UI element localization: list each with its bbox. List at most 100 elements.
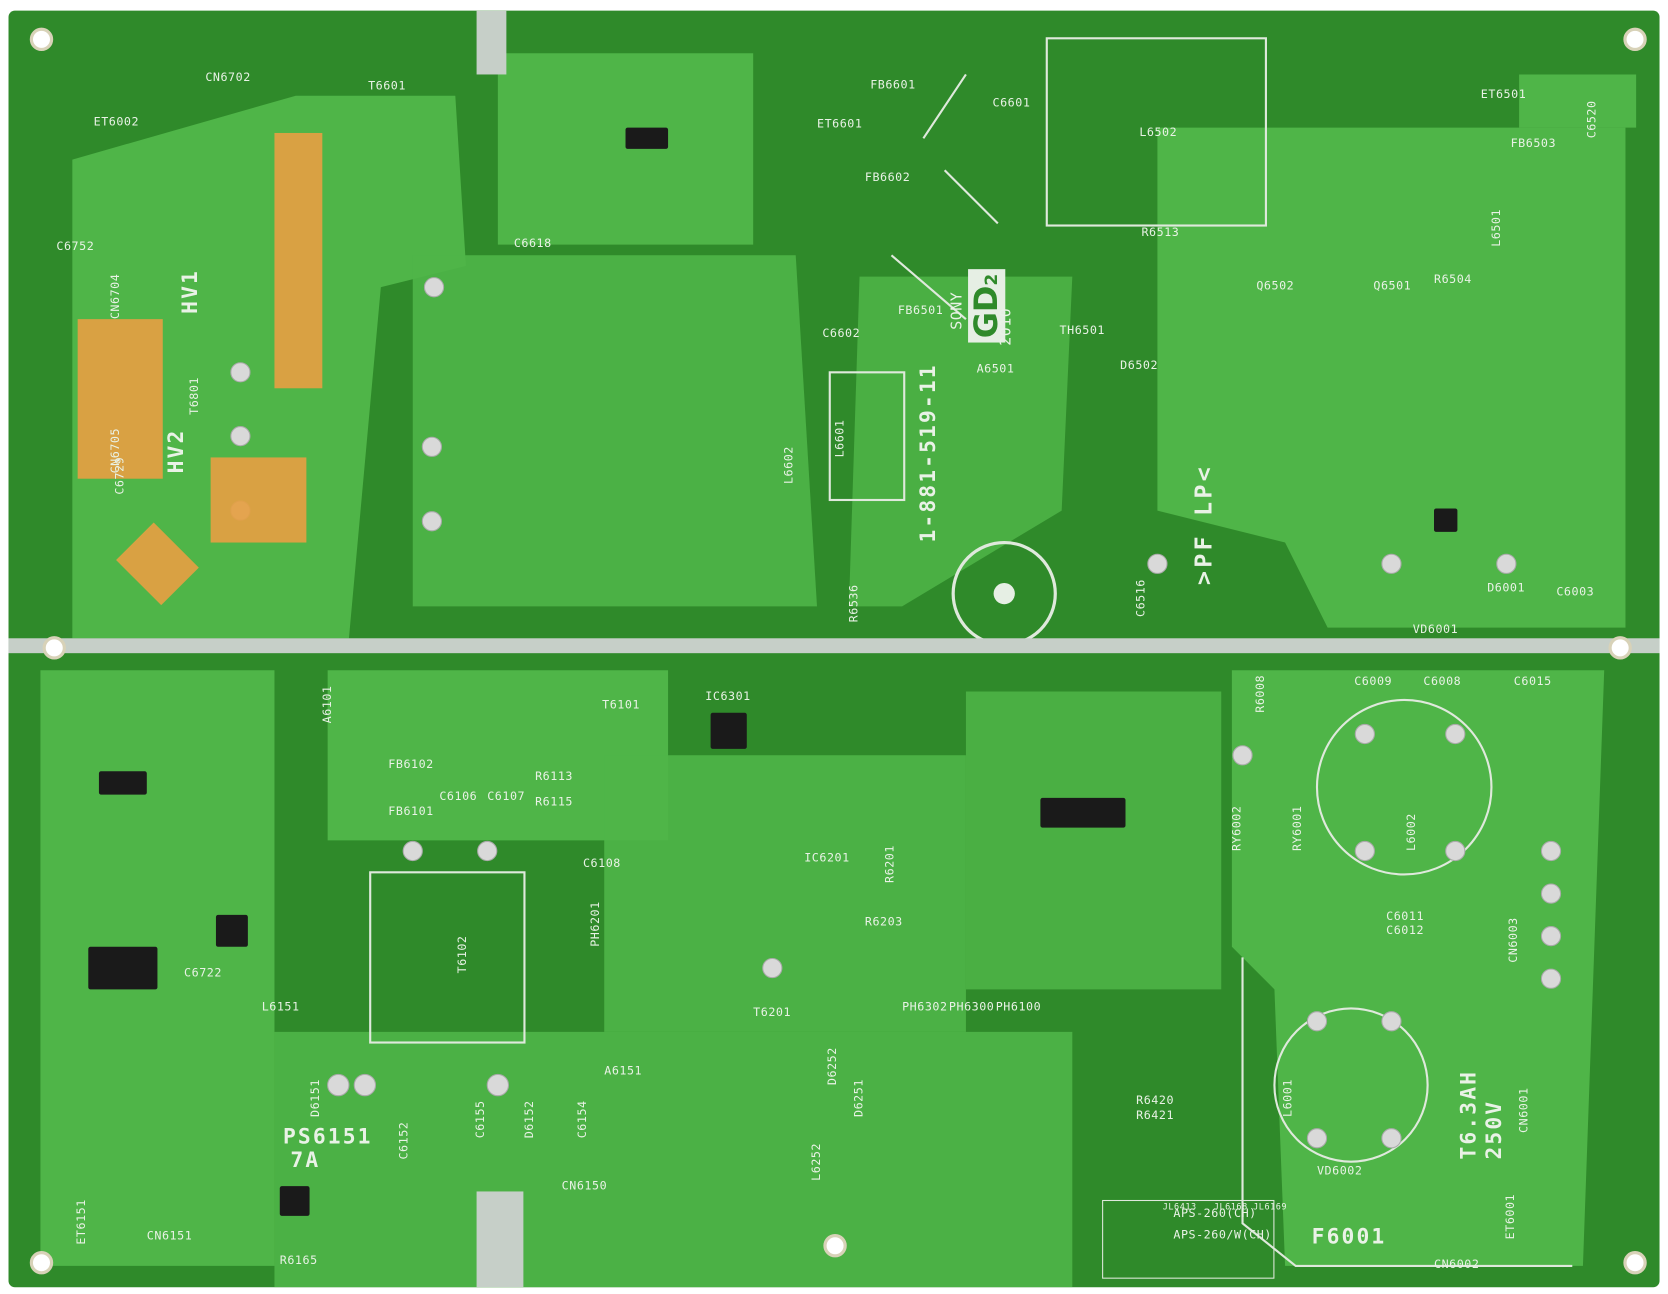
c6106-label: C6106 [439,789,478,804]
r6115-label: R6115 [535,794,573,809]
c6011-label: C6011 [1386,909,1425,924]
ry6001-label: RY6001 [1290,805,1305,852]
hv2-label: HV2 [162,428,189,474]
cn6002-label: CN6002 [1434,1257,1480,1272]
r6165-label: R6165 [279,1253,318,1267]
fb6102-label: FB6102 [388,757,434,772]
c6722-label: C6722 [184,965,222,980]
r6201-label: R6201 [882,845,897,883]
d6251-label: D6251 [852,1079,866,1117]
ps-rating-label: 7A [290,1146,321,1173]
et6601-label: ET6601 [816,117,863,131]
jl6168-label: JL6168 [1213,1202,1248,1212]
hv1-label: HV1 [176,269,203,314]
ph6302-label: PH6302 [902,999,948,1014]
l6601-label: L6601 [832,419,847,458]
ic-chip [279,1186,310,1216]
cn6151-label: CN6151 [146,1228,193,1243]
fb6101-label: FB6101 [388,804,434,819]
vd6001-label: VD6001 [1412,622,1459,637]
ic-chip [88,946,158,990]
l6252-label: L6252 [809,1142,824,1181]
cn6001-label: CN6001 [1516,1087,1531,1133]
d6152-label: D6152 [522,1100,537,1139]
c6516-label: C6516 [1134,579,1148,618]
l6001-label: L6001 [1280,1079,1295,1117]
c6520-label: C6520 [1585,100,1599,139]
c6108-label: C6108 [582,856,621,871]
r6203-label: R6203 [864,914,903,929]
c6009-label: C6009 [1354,674,1393,689]
cn6702-label: CN6702 [205,70,251,85]
ic6201-label: IC6201 [804,851,850,865]
mounting-hole [1623,1251,1647,1275]
et6002-label: ET6002 [93,114,140,129]
ic-chip [710,712,747,749]
ph6300-label: PH6300 [948,999,995,1014]
part-number: 1-881-519-11 [914,363,941,543]
cn6003-label: CN6003 [1506,917,1521,963]
mounting-hole [29,1251,54,1275]
c6155-label: C6155 [473,1100,488,1139]
ic-chip [98,771,147,795]
c6601-label: C6601 [992,95,1031,110]
l6501-label: L6501 [1489,208,1504,247]
vd6002-label: VD6002 [1316,1163,1363,1178]
c6618-label: C6618 [513,236,552,250]
r6113-label: R6113 [535,769,573,783]
d6151-label: D6151 [308,1079,323,1117]
d6001-label: D6001 [1487,580,1526,595]
model-variant-2: APS-260/W(CH) [1173,1227,1272,1242]
c6752-label: C6752 [56,239,95,254]
r6008-label: R6008 [1253,674,1267,713]
jl6413-label: JL6413 [1162,1202,1197,1212]
fb6601-label: FB6601 [870,77,916,92]
r6536-label: R6536 [846,584,861,623]
mounting-hole [29,27,54,52]
l6151-label: L6151 [261,999,300,1014]
jl6169-label: JL6169 [1253,1202,1288,1212]
t6201-label: T6201 [753,1005,792,1020]
ph6201-label: PH6201 [588,901,603,947]
c6729-label: C6729 [112,456,127,495]
c6008-label: C6008 [1423,674,1462,689]
insulation-tape [210,457,307,543]
a6101-label: A6101 [320,685,335,724]
mounting-hole [42,636,66,660]
l6502-label: L6502 [1139,125,1178,140]
cn6704-label: CN6704 [108,273,123,320]
t6801-label: T6801 [187,376,202,415]
c6602-label: C6602 [822,326,861,341]
circuit-board: 1-881-519-11 SONY GD2 2010 >PF LP< HV1 H… [8,10,1660,1288]
ic6301-label: IC6301 [705,689,751,704]
fuse-rating-label: T6.3AH 250V [1455,1069,1507,1160]
c6015-label: C6015 [1513,674,1552,689]
t6102-label: T6102 [455,935,470,974]
mounting-hole [1623,27,1647,52]
a6501-label: A6501 [976,361,1015,376]
insulation-tape [274,132,323,389]
d6502-label: D6502 [1120,358,1159,373]
ry6002-label: RY6002 [1229,805,1244,852]
c6154-label: C6154 [575,1100,590,1139]
cn6150-label: CN6150 [561,1178,608,1193]
f6001-label: F6001 [1311,1223,1387,1249]
l6602-label: L6602 [781,446,796,485]
ic-chip [215,914,248,947]
c6152-label: C6152 [396,1121,411,1160]
th6501-label: TH6501 [1059,323,1106,338]
r6420-label: R6420 [1136,1093,1175,1108]
c6003-label: C6003 [1556,585,1595,599]
pf-lp-label: >PF LP< [1191,464,1219,586]
model-variant-1: APS-260(CH) [1173,1206,1257,1221]
year-label: 2010 [997,307,1015,346]
brand-label: SONY [948,291,966,330]
r6421-label: R6421 [1136,1108,1175,1123]
model-variant-box [1102,1199,1275,1279]
et6001-label: ET6001 [1503,1193,1517,1240]
d6252-label: D6252 [825,1047,840,1086]
fb6602-label: FB6602 [864,170,911,185]
mounting-hole [823,1234,847,1258]
c6012-label: C6012 [1386,923,1425,938]
